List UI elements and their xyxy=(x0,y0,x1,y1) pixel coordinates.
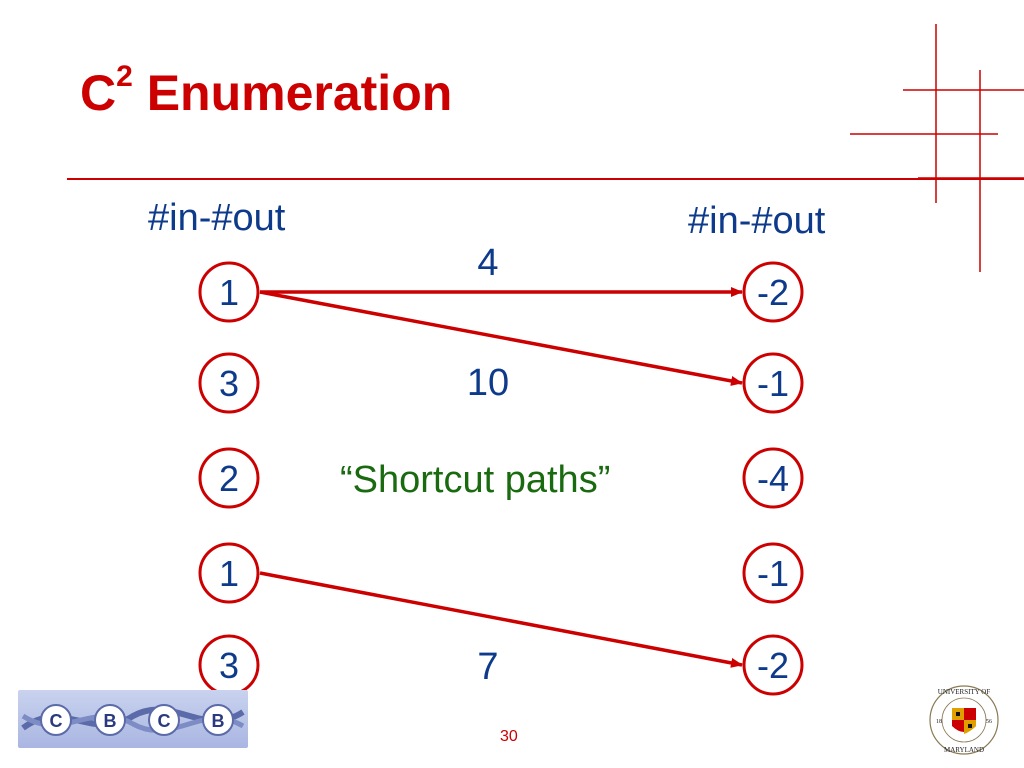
left-node-5: 3 xyxy=(198,634,260,696)
logo-letter: C xyxy=(50,711,63,731)
svg-text:MARYLAND: MARYLAND xyxy=(944,746,984,754)
right-node-5: -2 xyxy=(742,634,804,696)
svg-text:18: 18 xyxy=(936,719,942,725)
university-seal: UNIVERSITY OF MARYLAND 18 56 xyxy=(929,685,999,755)
right-node-label: -2 xyxy=(757,272,789,313)
edge-label-2: 10 xyxy=(467,362,509,404)
logo-letter-badge xyxy=(202,704,234,736)
right-node-circle xyxy=(742,261,804,323)
edge-arrow-3 xyxy=(259,571,743,668)
logo-letter-badge xyxy=(40,704,72,736)
logo-letter: B xyxy=(212,711,225,731)
logo-letter-badge xyxy=(94,704,126,736)
left-node-label: 3 xyxy=(219,363,239,404)
left-node-circle xyxy=(198,261,260,323)
right-node-circle xyxy=(742,542,804,604)
seal-shield-icon xyxy=(952,708,976,734)
right-node-4: -1 xyxy=(742,542,804,604)
shortcut-paths-annotation: “Shortcut paths” xyxy=(340,459,611,501)
title-underline xyxy=(67,178,1024,180)
left-node-4: 1 xyxy=(198,542,260,604)
left-node-2: 3 xyxy=(198,352,260,414)
right-node-circle xyxy=(742,352,804,414)
left-node-label: 1 xyxy=(219,553,239,594)
logo-letter: C xyxy=(158,711,171,731)
svg-text:UNIVERSITY OF: UNIVERSITY OF xyxy=(938,688,991,696)
logo-letter: B xyxy=(104,711,117,731)
right-node-3: -4 xyxy=(742,447,804,509)
right-node-2: -1 xyxy=(742,352,804,414)
right-node-circle xyxy=(742,634,804,696)
left-node-label: 1 xyxy=(219,272,239,313)
title-rest: Enumeration xyxy=(132,65,453,121)
left-node-circle xyxy=(198,352,260,414)
right-node-label: -1 xyxy=(757,553,789,594)
right-node-label: -1 xyxy=(757,363,789,404)
logo-letter-badge xyxy=(148,704,180,736)
right-node-1: -2 xyxy=(742,261,804,323)
left-node-3: 2 xyxy=(198,447,260,509)
edge-label-1: 4 xyxy=(477,242,498,284)
left-column-header: #in-#out xyxy=(148,197,286,239)
left-node-circle xyxy=(198,447,260,509)
page-number: 30 xyxy=(500,728,518,745)
edge-label-3: 7 xyxy=(477,646,498,688)
corner-grid-decoration xyxy=(850,24,1024,272)
right-column-header: #in-#out xyxy=(688,200,826,242)
right-node-label: -4 xyxy=(757,458,789,499)
left-node-circle xyxy=(198,542,260,604)
edge-arrow-2 xyxy=(259,290,743,386)
title-main: C xyxy=(80,65,117,121)
right-node-circle xyxy=(742,447,804,509)
left-node-label: 2 xyxy=(219,458,239,499)
svg-text:56: 56 xyxy=(986,719,992,725)
slide-title: C2 Enumeration xyxy=(80,60,453,122)
title-superscript: 2 xyxy=(116,60,133,93)
right-node-label: -2 xyxy=(757,645,789,686)
left-node-label: 3 xyxy=(219,645,239,686)
left-node-1: 1 xyxy=(198,261,260,323)
